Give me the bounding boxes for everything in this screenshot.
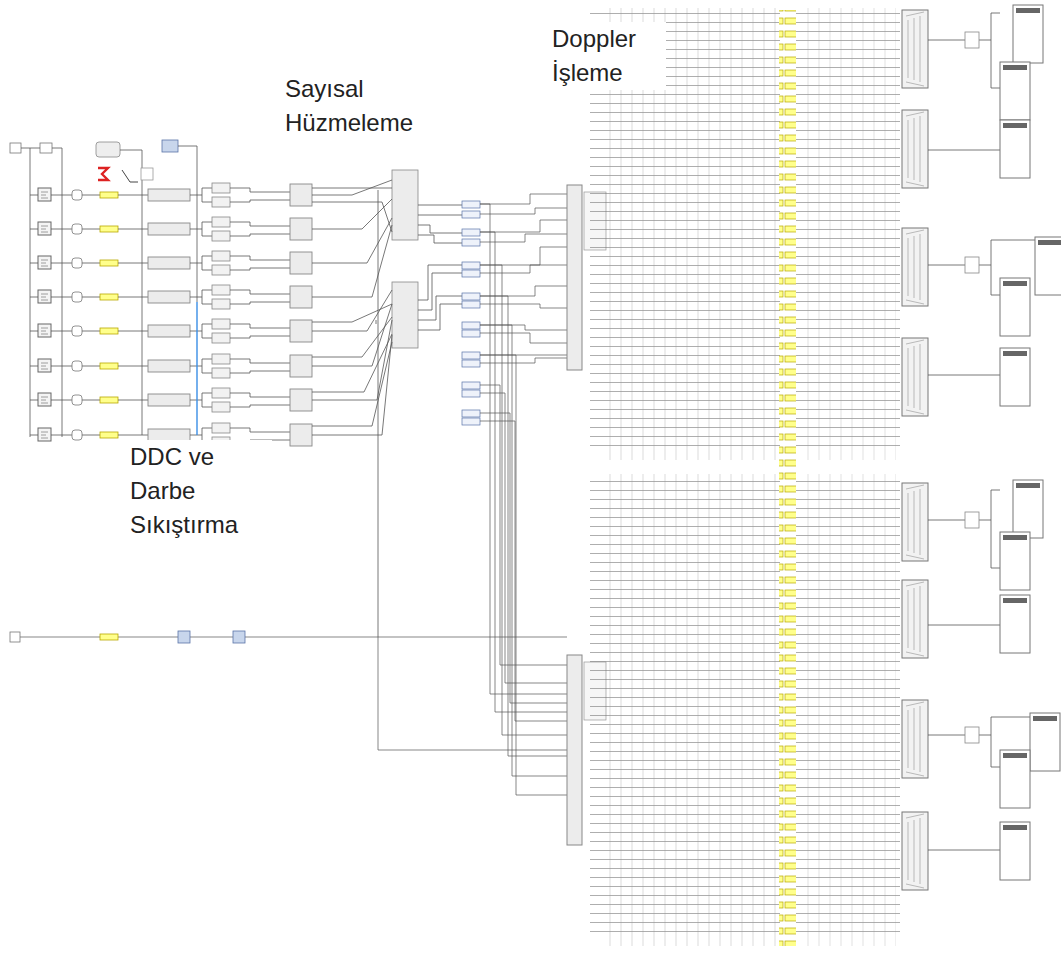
output-muxes <box>902 10 928 890</box>
doppler-wiring-part <box>480 204 567 756</box>
doppler-inputs-part <box>462 270 480 277</box>
input-rows <box>30 183 312 447</box>
output-muxes-part <box>902 10 928 88</box>
doppler-inputs-part <box>462 390 480 397</box>
scope-displays-part <box>1000 278 1030 336</box>
beamforming-part <box>376 190 378 637</box>
bottom-chain-part <box>178 631 190 643</box>
input-rows-part <box>30 388 312 412</box>
scope-displays-part <box>1013 5 1043 63</box>
scopes-part <box>965 32 979 48</box>
doppler-inputs-part <box>462 418 480 425</box>
scopes <box>928 13 1035 850</box>
beamforming-part <box>312 290 392 435</box>
control-blocks-part <box>40 143 52 153</box>
scope-displays-part <box>1000 120 1030 178</box>
input-rows-part <box>30 217 312 241</box>
beamforming-part <box>418 205 462 330</box>
output-muxes-part <box>902 483 928 561</box>
input-rows-part <box>30 285 312 309</box>
wire-bundles <box>590 8 900 946</box>
doppler-wiring-part <box>480 194 567 308</box>
scope-displays-part <box>1000 532 1030 590</box>
doppler-inputs <box>462 201 480 425</box>
scopes-part <box>965 257 979 273</box>
scopes-part <box>928 13 1035 375</box>
output-muxes-part <box>902 338 928 416</box>
control-blocks-part <box>98 168 108 180</box>
output-muxes-part <box>902 110 928 188</box>
input-rows-part <box>30 354 312 378</box>
doppler-inputs-part <box>462 239 480 246</box>
scope-displays-part <box>1013 480 1043 538</box>
control-blocks-part <box>21 148 62 437</box>
doppler-inputs-part <box>462 293 480 300</box>
doppler-inputs-part <box>462 262 480 269</box>
doppler-inputs-part <box>462 382 480 389</box>
scope-displays-part <box>1000 62 1030 120</box>
scope-displays-part <box>1000 750 1030 808</box>
gain-column <box>779 10 796 946</box>
input-rows-part <box>30 319 312 343</box>
doppler-inputs-part <box>462 330 480 337</box>
doppler-wiring-part <box>480 325 567 795</box>
beamforming-part <box>392 282 418 348</box>
doppler-inputs-part <box>462 360 480 367</box>
input-rows-part <box>30 251 312 275</box>
control-blocks-part <box>96 142 120 157</box>
wire-bundles-part <box>800 8 896 460</box>
doppler-blocks-part <box>567 655 582 845</box>
doppler-inputs-part <box>462 352 480 359</box>
doppler-inputs-part <box>462 229 480 236</box>
input-rows-part <box>30 183 312 207</box>
scopes-part <box>965 512 979 528</box>
bottom-chain-part <box>233 631 245 643</box>
section-label: DDC ve Darbe Sıkıştırma <box>128 440 272 542</box>
scope-displays-part <box>1035 237 1061 295</box>
scope-displays-part <box>1030 713 1060 771</box>
bottom-chain <box>10 631 245 643</box>
control-blocks-part <box>10 143 21 153</box>
output-muxes-part <box>902 812 928 890</box>
doppler-wiring-part <box>480 325 567 363</box>
bottom-chain-part <box>100 634 118 640</box>
doppler-inputs-part <box>462 410 480 417</box>
doppler-wiring-part <box>15 637 567 750</box>
beamforming <box>312 170 462 637</box>
control-blocks-part <box>162 140 178 152</box>
doppler-inputs-part <box>462 301 480 308</box>
control-blocks-part <box>122 170 138 182</box>
scope-displays-part <box>1000 822 1030 880</box>
scope-displays <box>1000 5 1061 880</box>
scopes-part <box>965 727 979 743</box>
beamforming-part <box>392 170 418 240</box>
doppler-inputs-part <box>462 322 480 329</box>
scope-displays-part <box>1000 595 1030 653</box>
section-label: Sayısal Hüzmeleme <box>283 72 447 140</box>
doppler-inputs-part <box>462 201 480 208</box>
wire-bundles-part <box>800 474 896 946</box>
output-muxes-part <box>902 228 928 306</box>
section-label: Doppler İşleme <box>550 22 666 90</box>
beamforming-part <box>312 180 392 297</box>
output-muxes-part <box>902 700 928 778</box>
doppler-wiring <box>15 194 567 795</box>
scope-displays-part <box>1000 348 1030 406</box>
bottom-chain-part <box>10 632 20 642</box>
control-blocks-part <box>141 168 153 180</box>
doppler-inputs-part <box>462 211 480 218</box>
wire-bundles-part <box>600 474 776 946</box>
control-blocks-part <box>120 146 197 435</box>
doppler-blocks-part <box>567 185 582 370</box>
scopes-part <box>928 490 1035 850</box>
control-blocks <box>10 140 197 437</box>
control-blocks-part <box>196 302 197 435</box>
output-muxes-part <box>902 580 928 658</box>
